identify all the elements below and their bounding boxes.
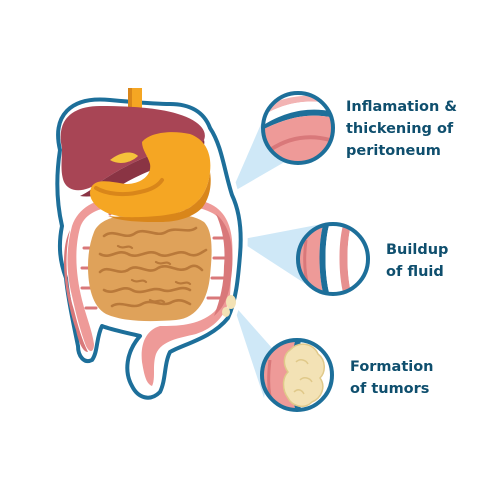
stomach — [90, 132, 211, 222]
callout-label-line: of fluid — [386, 264, 444, 280]
tumor-nodules — [222, 295, 236, 317]
callout-label-line: thickening of — [346, 121, 454, 137]
small-intestine — [88, 214, 212, 322]
callout-label-fluid: Buildup of fluid — [386, 239, 448, 283]
callout-label-inflammation: Inflamation & thickening of peritoneum — [346, 96, 457, 162]
callout-label-line: Formation — [350, 359, 434, 375]
callout-label-line: peritoneum — [346, 143, 441, 159]
callout-circle-inflammation — [261, 91, 335, 165]
callout-label-line: of tumors — [350, 381, 430, 397]
callout-label-line: Inflamation & — [346, 99, 458, 115]
callout-label-tumors: Formation of tumors — [350, 356, 434, 400]
callout-label-line: Buildup — [386, 242, 449, 258]
callout-circle-tumors — [260, 338, 334, 412]
callout-circle-fluid — [296, 222, 370, 296]
